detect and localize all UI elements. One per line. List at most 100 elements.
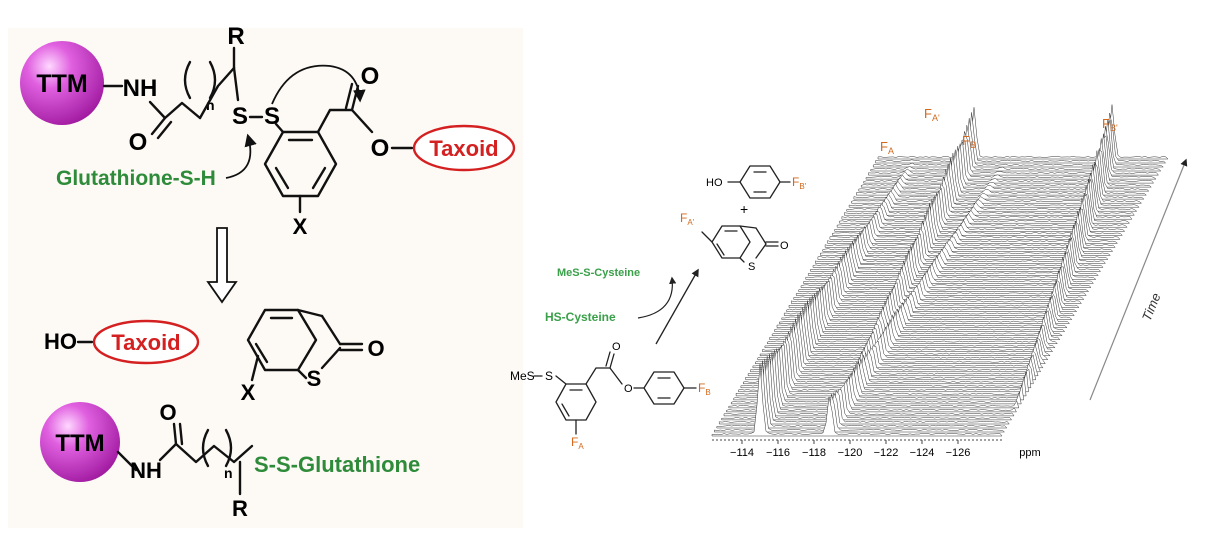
- time-label: Time: [1139, 291, 1164, 323]
- mes-label: MeS: [510, 369, 535, 383]
- spectrum-trace: [791, 268, 1082, 304]
- peak-labels: FA FA' FB FB': [880, 106, 1118, 156]
- spectrum-trace: [757, 307, 1049, 360]
- ppm-axis: −114 −116 −118 −120 −122 −124 −126 ppm: [712, 439, 1041, 459]
- peak-fa-prime-label: FA': [924, 106, 940, 123]
- spectrum-trace: [740, 336, 1032, 389]
- glutathione-arrow-icon: [225, 133, 257, 179]
- spectrum-trace: [870, 119, 1162, 172]
- thiolactone: O S X: [241, 308, 385, 405]
- spectrum-trace: [733, 345, 1024, 401]
- start-fa-label: FA: [571, 435, 584, 451]
- prod-fa-prime-label: FA': [680, 211, 695, 227]
- spectrum-trace: [716, 358, 1008, 429]
- ttm-label: TTM: [36, 70, 87, 98]
- ttm-conjugate-top: TTM NH O n R S S X: [20, 23, 516, 239]
- nh-n-label: NH: [130, 458, 162, 483]
- ttm-sphere-icon-2: [40, 402, 120, 482]
- spectrum-trace: [863, 133, 1155, 184]
- phenol-fb-prime-label: FB': [792, 175, 807, 191]
- ppm-tick-label: −116: [766, 447, 790, 459]
- ppm-tick-label: −114: [730, 447, 754, 459]
- spectrum-trace: [774, 288, 1066, 332]
- bottom-o-label: O: [159, 400, 176, 425]
- spectrum-trace: [743, 331, 1034, 385]
- spectrum-trace: [764, 297, 1056, 348]
- start-carbonyl-o: O: [612, 341, 621, 353]
- ppm-tick-label: −120: [838, 447, 863, 459]
- spectrum-trace: [844, 172, 1135, 216]
- spectrum-trace: [841, 178, 1133, 220]
- spectrum-trace: [856, 148, 1147, 196]
- x-label: X: [293, 214, 308, 239]
- spectrum-trace: [767, 295, 1058, 344]
- taxoid-ellipse-icon: [412, 124, 516, 172]
- spectrum-trace: [723, 352, 1015, 417]
- spectrum-trace: [872, 118, 1164, 168]
- spectrum-trace: [718, 356, 1010, 425]
- nh-label: NH: [123, 75, 158, 102]
- taxoid-label-top: Taxoid: [429, 136, 498, 161]
- spectrum-trace: [762, 300, 1053, 352]
- hs-cysteine-label: HS-Cysteine: [545, 310, 616, 324]
- prod-lactone-s: S: [748, 261, 755, 273]
- spectrum-trace: [747, 322, 1039, 377]
- n-subscript-bottom: n: [224, 465, 233, 481]
- ttm-sphere-icon: [20, 41, 104, 125]
- peak-fb-label: FB: [962, 133, 976, 150]
- carbonyl-o-label: O: [129, 129, 148, 156]
- spectrum-trace: [735, 344, 1027, 397]
- spectrum-trace: [858, 145, 1150, 192]
- n-subscript: n: [206, 97, 215, 113]
- spectrum-trace: [875, 112, 1167, 164]
- spectrum-trace: [755, 311, 1046, 364]
- taxoid-label-released: Taxoid: [111, 330, 180, 355]
- ppm-label: ppm: [1019, 447, 1040, 459]
- start-ester-o: O: [624, 383, 633, 395]
- s-label-1: S: [232, 103, 248, 130]
- spectrum-trace: [728, 348, 1020, 409]
- spectrum-trace: [779, 284, 1070, 324]
- nmr-panel: −114 −116 −118 −120 −122 −124 −126 ppm Time FA…: [510, 104, 1188, 459]
- ppm-tick-label: −124: [910, 447, 935, 459]
- ttm-label-bottom: TTM: [55, 430, 104, 457]
- lactone-s-label: S: [307, 366, 322, 391]
- ho-label: HO: [44, 329, 77, 354]
- spectrum-trace: [726, 350, 1017, 413]
- spectrum-trace: [759, 303, 1051, 356]
- spectrum-trace: [783, 280, 1075, 316]
- ppm-tick-label: −126: [946, 447, 971, 459]
- nmr-reaction-arrow-icon: [655, 268, 699, 345]
- prod-lactone-o: O: [780, 240, 789, 252]
- phenol-ho-label: HO: [706, 177, 723, 189]
- ester-o2-label: O: [371, 135, 390, 162]
- spectrum-trace: [750, 318, 1041, 373]
- s-s-glutathione-label: S-S-Glutathione: [254, 452, 420, 477]
- spectrum-trace: [738, 340, 1029, 393]
- spectrum-trace: [714, 360, 1006, 433]
- spectrum-trace: [860, 138, 1152, 188]
- ppm-tick-label: −118: [802, 447, 826, 459]
- ester-o-label: O: [361, 63, 380, 90]
- spectrum-trace: [868, 126, 1159, 176]
- mes-s-cysteine-label: MeS-S-Cysteine: [557, 267, 640, 279]
- attack-arrow-icon: [271, 64, 366, 105]
- scheme-panel: TTM NH O n R S S X: [8, 23, 523, 528]
- spectrum-trace: [745, 326, 1037, 381]
- spectrum-trace: [788, 274, 1080, 308]
- spectrum-trace: [853, 150, 1145, 200]
- spectrum-trace: [851, 158, 1143, 204]
- spectrum-trace: [877, 104, 1169, 160]
- spectrum-trace: [752, 314, 1044, 369]
- spectrum-trace: [721, 354, 1013, 421]
- glutathione-sh-label: Glutathione-S-H: [56, 167, 216, 190]
- peak-fb-prime-label: FB': [1102, 116, 1118, 133]
- spectrum-trace: [730, 347, 1022, 405]
- r-label-bottom: R: [232, 496, 248, 521]
- nmr-reaction-scheme: MeS S FA O O FB MeS-S-Cysteine HS-Cyst: [510, 165, 807, 451]
- ppm-tick-label: −122: [874, 447, 899, 459]
- plus-sign: +: [740, 201, 748, 217]
- spectrum-trace: [781, 280, 1073, 320]
- lactone-x-label: X: [241, 380, 256, 405]
